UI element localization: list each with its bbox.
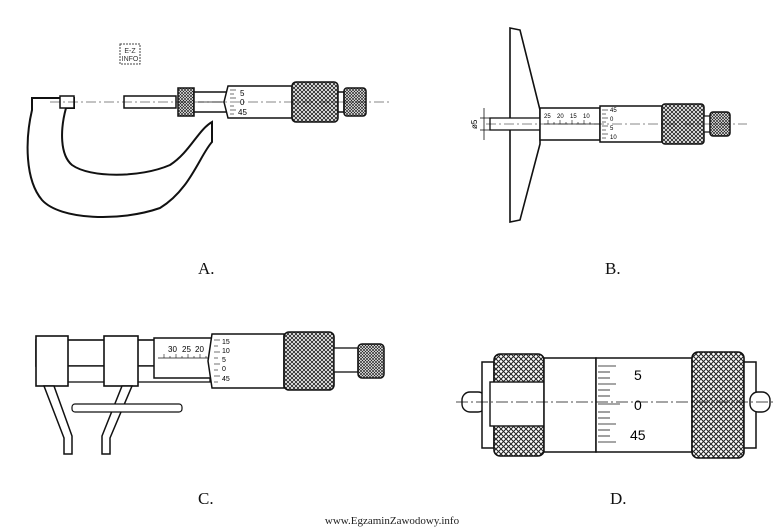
figure-b-depth-micrometer: ø5 25 20 15 10 45 0 5 10 [462,22,762,230]
caption-a: A. [198,259,215,278]
svg-text:E-Z: E-Z [124,48,136,55]
thimble [595,357,693,453]
scale-label: 5 [634,367,642,383]
figure-d-drawing: 5 0 45 [456,351,774,459]
scale-label: 45 [222,376,230,383]
sleeve [543,357,597,453]
scale-label: 0 [240,98,245,107]
scale-label: 0 [222,366,226,373]
ratchet [357,343,385,379]
figure-c-drawing: 30 25 20 15 10 5 0 45 [35,331,385,455]
knurled-drum [283,331,335,391]
figure-c-blade-micrometer: 30 25 20 15 10 5 0 45 [28,326,398,462]
scale-label: 20 [557,114,564,120]
knurled-drum [691,351,745,459]
svg-text:INFO: INFO [122,56,139,63]
scale-label: 5 [222,357,226,364]
thimble [207,333,285,389]
footer-url: www.EgzaminZawodowy.info [324,515,460,527]
scale-label: 10 [610,135,617,141]
scale-label: 5 [240,89,245,98]
fixed-blade [42,385,73,455]
scale-label: 0 [610,117,614,123]
frame [26,97,213,219]
logo-stamp: E-Z INFO [119,43,141,65]
caption-c: C. [198,489,214,508]
scale-label: 15 [222,339,230,346]
figure-a-outside-micrometer: E-Z INFO 5 0 45 [20,30,400,230]
figure-d-micrometer-head: 5 0 45 [456,344,774,464]
dimension-label: ø5 [470,119,479,129]
scale-label: 10 [222,348,230,355]
scale-label: 45 [630,427,646,443]
caption-b: B. [605,259,621,278]
scale-label: 5 [610,126,614,132]
scale-label: 25 [544,114,551,120]
scale-label: 10 [583,114,590,120]
scale-label: 30 [168,345,177,354]
scale-label: 0 [634,397,642,413]
scale-label: 25 [182,345,191,354]
caption-d: D. [610,489,627,508]
scale-label: 45 [610,108,617,114]
scale-label: 15 [570,114,577,120]
guide-rod [71,403,183,413]
figure-b-drawing: ø5 25 20 15 10 45 0 5 10 [470,27,747,223]
scale-label: 45 [238,108,247,117]
measuring-rod [489,117,541,131]
figure-a-drawing: E-Z INFO 5 0 45 [26,43,390,219]
scale-label: 20 [195,345,204,354]
diameter-dimension [480,108,492,140]
moving-blade [101,385,134,455]
